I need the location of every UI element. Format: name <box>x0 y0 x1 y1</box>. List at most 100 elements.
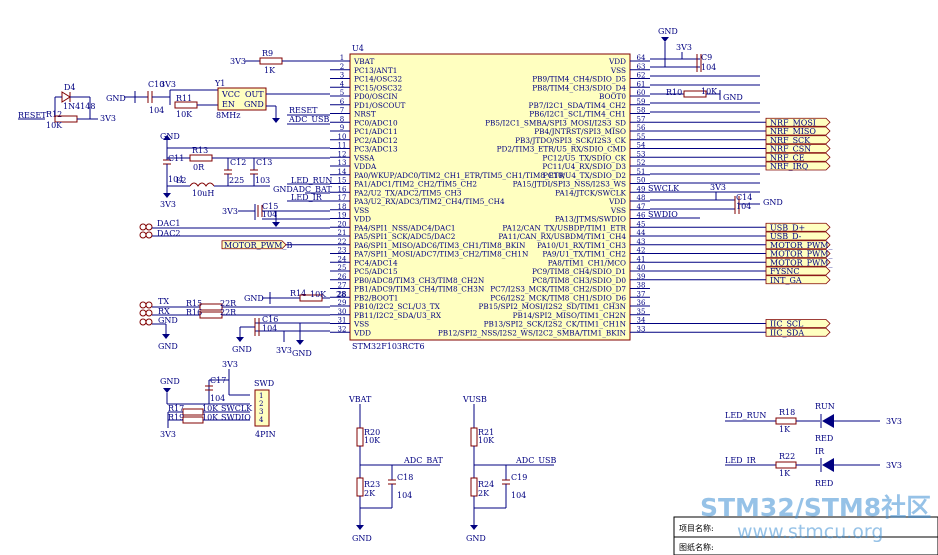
dac2-terminal <box>139 231 147 239</box>
port-label: MOTOR_PWM_ <box>770 258 832 267</box>
mcu-right-pin-name: PA15/JTDI/SPI3_NSS/I2S3_WS <box>513 180 626 189</box>
port-label: NRF_CE <box>770 153 805 162</box>
port-label: NRF_MOSI <box>770 118 816 127</box>
r22-ref: R22 <box>779 452 795 461</box>
r10-ref: R10 <box>666 88 682 97</box>
mcu-left-pin-name: PB2/BOOT1 <box>354 293 398 302</box>
dac-connectors: DAC1 DAC2 <box>139 219 330 239</box>
r17-ref: R17 <box>168 404 184 413</box>
mcu-left-pin-number: 4 <box>340 80 345 88</box>
mcu-left-pin-number: 29 <box>338 299 347 307</box>
power-3v3-label: 3V3 <box>222 360 238 369</box>
c10-value: 104 <box>149 106 164 115</box>
port-flag <box>765 135 831 145</box>
r16-value: 22R <box>220 308 237 317</box>
mcu-left-pin-name: PC13/ANT1 <box>354 66 397 75</box>
port-label: MOTOR_PWM_ <box>770 250 832 259</box>
mcu-left-pin-number: 21 <box>338 229 347 237</box>
c10-ref: C10 <box>148 80 164 89</box>
port-label: NRF_CSN <box>770 145 811 154</box>
dac1-terminal <box>139 223 147 231</box>
mcu-right-pin-name: PB4/JNTRST/SPI3_MISO <box>534 127 626 136</box>
mcu-right-pin-name: PC9/TIM8_CH4/SDIO_D1 <box>532 267 626 276</box>
c16-decoupling: C16 104 GND 3V3 GND <box>232 315 330 358</box>
r24-ref: R24 <box>478 480 494 489</box>
r22-body <box>775 461 797 469</box>
mcu-left-pin-name: VSS <box>353 320 369 329</box>
y1-gnd: GND <box>244 100 264 109</box>
mcu-right-pin-number: 63 <box>637 63 646 71</box>
swd-pin-4: 4 <box>259 416 264 424</box>
mcu-right-pin-name: PB12/SPI2_NSS/I2S2_WS/I2C2_SMBA/TIM1_BKI… <box>438 328 627 337</box>
r15-body <box>199 303 223 311</box>
c13-ref: C13 <box>256 158 272 167</box>
mcu-left-pin-name: PD0/OSCIN <box>354 92 398 101</box>
swd-pin-1: 1 <box>259 392 263 400</box>
mcu-left-pin-number: 11 <box>338 142 347 150</box>
c12-value: 225 <box>229 176 244 185</box>
c9-value: 104 <box>701 63 716 72</box>
mcu-ref: U4 <box>352 44 364 53</box>
gnd-adc-bat-net-label: GNDADC_BAT <box>273 185 332 194</box>
port-flag <box>765 327 831 337</box>
c16-ref: C16 <box>262 315 278 324</box>
port-label: NRF_MISO <box>770 127 816 136</box>
mcu-right-pin-name: PB9/TIM4_CH4/SDIO_D5 <box>532 75 626 84</box>
mcu-right-pin-number: 59 <box>637 98 646 106</box>
r23-body <box>356 477 364 497</box>
c19-ref: C19 <box>511 473 527 482</box>
mcu-right-pin-number: 56 <box>637 124 646 132</box>
reset-net-label: RESET <box>289 106 318 115</box>
mcu-left-pin-name: VBAT <box>353 57 375 66</box>
vusb-label: VUSB <box>462 395 487 404</box>
port-flag <box>765 240 831 250</box>
title-block: 项目名称: 图纸名称: <box>673 516 938 555</box>
mcu-right-pin-name: BOOT0 <box>599 92 626 101</box>
c11-value: 104 <box>168 175 183 184</box>
mcu-right-pin-number: 38 <box>637 282 646 290</box>
mcu-left-pin-name: PA1/ADC1/TIM2_CH2/TIM5_CH2 <box>354 180 477 189</box>
mcu-left-pin-name: PA4/SPI1_NSS/ADC4/DAC1 <box>354 223 456 232</box>
gnd-label: GND <box>352 534 372 543</box>
power-3v3-label: 3V3 <box>886 417 902 426</box>
r16-body <box>199 311 223 319</box>
y1-value: 8MHz <box>216 111 240 120</box>
uart-connectors: TX RX GND GND R15 22R R16 22R <box>139 297 330 351</box>
mcu-left-pin-number: 28 <box>338 290 347 298</box>
mcu-part: STM32F103RCT6 <box>352 342 425 351</box>
mcu-right-pin-name: VSS <box>610 206 626 215</box>
dac2-label: DAC2 <box>157 229 180 238</box>
mcu-right-pin-number: 40 <box>637 264 646 272</box>
mcu-right-pin-name: VDD <box>608 197 626 206</box>
mcu-left-pin-number: 7 <box>340 107 344 115</box>
mcu-right-pin-number: 55 <box>637 133 646 141</box>
c15-decoupling: 3V3 C15 104 <box>222 202 330 227</box>
mcu-right-pin-number: 53 <box>637 150 646 158</box>
led-run-net-label: LED_RUN <box>291 176 332 185</box>
right-port-group: NRF_MOSINRF_MISONRF_SCKNRF_CSNNRF_CENRF_… <box>650 117 832 337</box>
port-label: IIC_SCL <box>770 320 804 329</box>
mcu-left-pin-number: 2 <box>340 63 344 71</box>
mcu-left-pin-name: PC14/OSC32 <box>354 75 402 84</box>
mcu-right-pin-name: PC11/U4_RX/SDIO_D3 <box>542 162 626 171</box>
reset-circuit: D4 1N4148 RESET R12 10K 3V3 <box>18 83 116 130</box>
mcu-right-pin-number: 36 <box>637 299 646 307</box>
power-3v3-label: 3V3 <box>676 43 692 52</box>
mcu-right-pin-number: 37 <box>637 290 646 298</box>
r11-value: 10K <box>176 110 193 119</box>
mcu-left-pin-number: 19 <box>338 212 347 220</box>
mcu-right-pin-name: PB5/I2C1_SMBA/SPI3_MOSI/I2S3_SD <box>485 118 626 127</box>
mcu-right-pin-name: PB14/SPI2_MISO/TIM1_CH2N <box>513 311 627 320</box>
reset-left-label: RESET <box>18 111 47 120</box>
port-flag <box>765 257 831 267</box>
drawing-name-label: 图纸名称: <box>679 542 714 552</box>
mcu-right-pin-number: 61 <box>637 80 646 88</box>
mcu-right-pin-number: 44 <box>637 229 646 237</box>
r18-value: 1K <box>779 425 791 434</box>
mcu-left-pin-number: 10 <box>338 133 347 141</box>
r9-body <box>259 57 283 65</box>
led-ir-net-label: LED_IR <box>291 193 323 202</box>
mcu-left-pin-name: PC2/ADC12 <box>354 136 398 145</box>
mcu-right-pin-name: PA14/JTCK/SWCLK <box>555 188 626 197</box>
